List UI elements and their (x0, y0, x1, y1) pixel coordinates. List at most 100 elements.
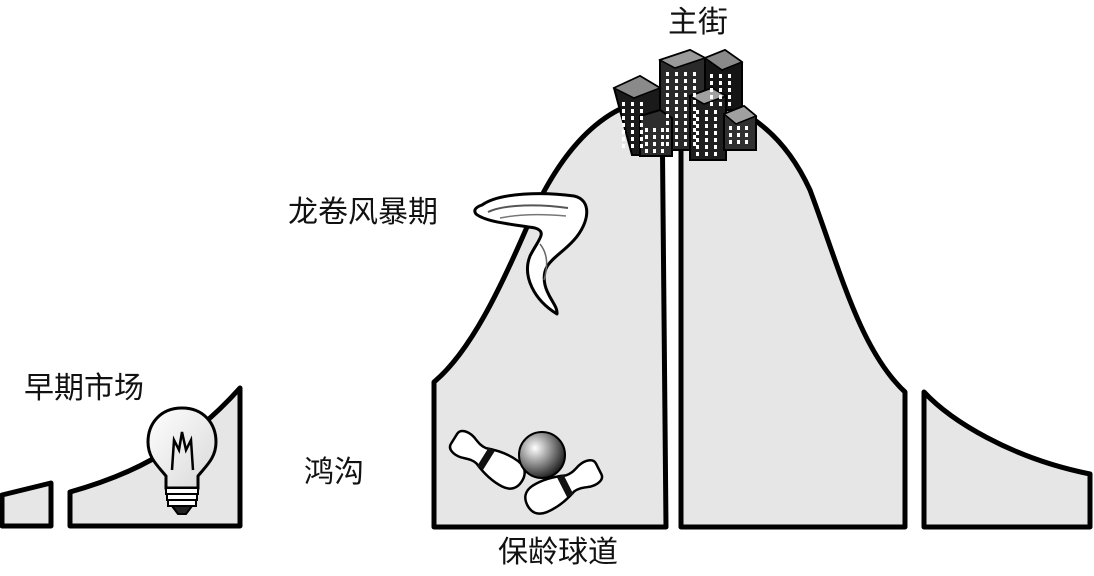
building-window (631, 123, 634, 127)
building-window (631, 116, 634, 120)
building-window (675, 93, 678, 97)
building-window (693, 142, 696, 146)
building-window (719, 88, 722, 92)
building-window (645, 135, 648, 139)
building-window (714, 131, 717, 135)
building-window (719, 95, 722, 99)
building-window (631, 144, 634, 148)
building-window (684, 79, 687, 83)
building-window (693, 79, 696, 83)
bowling-alley-label: 保龄球道 (498, 535, 618, 570)
building-window (693, 114, 696, 118)
building-window (645, 142, 648, 146)
building-window (640, 123, 643, 127)
main-street-label: 主街 (668, 5, 728, 40)
building-window (693, 100, 696, 104)
building-window (675, 114, 678, 118)
building-window (729, 140, 732, 144)
building-window (719, 102, 722, 106)
building-window (737, 126, 740, 130)
building-window (640, 130, 643, 134)
building-window (675, 121, 678, 125)
building-window (666, 72, 669, 76)
building-window (710, 88, 713, 92)
building-window (714, 152, 717, 156)
building-window (710, 74, 713, 78)
building-window (653, 149, 656, 153)
building-window (714, 145, 717, 149)
building-window (631, 102, 634, 106)
building-window (622, 144, 625, 148)
building-window (684, 128, 687, 132)
building-window (728, 88, 731, 92)
tornado-label: 龙卷风暴期 (288, 195, 438, 230)
building-window (666, 100, 669, 104)
building-window (684, 93, 687, 97)
segment-laggards (921, 389, 1093, 530)
building-window (729, 126, 732, 130)
city-buildings-icon (612, 48, 758, 161)
building-window (622, 116, 625, 120)
building-window (653, 142, 656, 146)
bowling-ball-and-pins-icon (448, 429, 604, 515)
building-window (661, 135, 664, 139)
building-window (622, 123, 625, 127)
building-window (666, 93, 669, 97)
building-window (684, 135, 687, 139)
building-window (705, 124, 708, 128)
building-window (653, 128, 656, 132)
building-window (710, 102, 713, 106)
building-window (640, 109, 643, 113)
building-window (675, 100, 678, 104)
building-window (719, 74, 722, 78)
segment-late-majority (678, 96, 908, 530)
building-window (728, 81, 731, 85)
building-window (640, 102, 643, 106)
building-window (661, 128, 664, 132)
building-window (696, 124, 699, 128)
building-window (728, 74, 731, 78)
building-window (696, 145, 699, 149)
building-window (693, 121, 696, 125)
segment-innovators (0, 480, 54, 529)
building-window (640, 144, 643, 148)
building-window (714, 124, 717, 128)
building-window (684, 72, 687, 76)
building-window (653, 135, 656, 139)
building-window (714, 138, 717, 142)
building-window (666, 121, 669, 125)
building-window (675, 107, 678, 111)
building-window (661, 149, 664, 153)
building-window (675, 72, 678, 76)
building-window (675, 142, 678, 146)
building-window (710, 95, 713, 99)
building-window (696, 152, 699, 156)
building-window (693, 135, 696, 139)
building-window (728, 95, 731, 99)
building-window (666, 135, 669, 139)
building-window (693, 72, 696, 76)
building-window (745, 140, 748, 144)
building-window (696, 110, 699, 114)
building-window (645, 128, 648, 132)
building-window (745, 133, 748, 137)
early-market-label: 早期市场 (24, 371, 144, 406)
building-window (684, 114, 687, 118)
light-bulb-icon (146, 406, 218, 515)
building-window (684, 107, 687, 111)
building-window (684, 121, 687, 125)
building-window (696, 138, 699, 142)
building-window (675, 128, 678, 132)
building-window (705, 110, 708, 114)
building-window (693, 93, 696, 97)
building-window (714, 117, 717, 121)
building-window (666, 107, 669, 111)
building-window (666, 79, 669, 83)
building-window (622, 130, 625, 134)
building-window (622, 102, 625, 106)
building-window (696, 117, 699, 121)
building-window (705, 152, 708, 156)
building-window (675, 86, 678, 90)
building-window (684, 142, 687, 146)
